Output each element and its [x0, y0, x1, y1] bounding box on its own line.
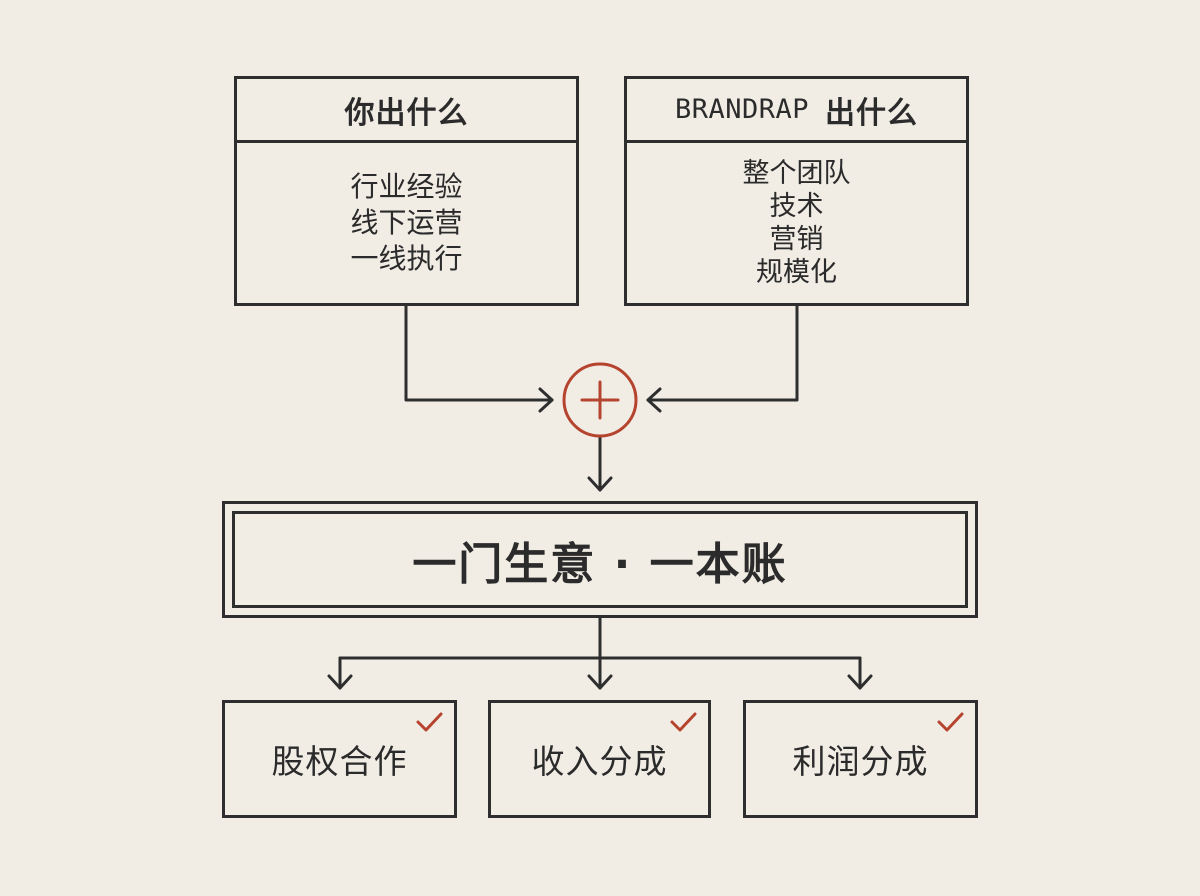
brandrap-brand-name: BRANDRAP: [674, 94, 810, 125]
you-provide-item: 线下运营: [350, 206, 463, 239]
combined-business-label: 一门生意 · 一本账: [232, 511, 968, 608]
combined-business-box: 一门生意 · 一本账: [222, 501, 978, 618]
right-arrowhead: [646, 387, 662, 413]
check-icon: [416, 712, 443, 732]
result-revenue-share: 收入分成: [488, 700, 711, 818]
brandrap-title-suffix: 出什么: [825, 95, 919, 131]
brandrap-provides-list: 整个团队 技术 营销 规模化: [627, 143, 966, 303]
you-provide-title: 你出什么: [237, 79, 576, 143]
you-provide-item: 一线执行: [350, 242, 463, 275]
left-arrowhead: [538, 387, 554, 413]
you-provide-list: 行业经验 线下运营 一线执行: [237, 143, 576, 303]
brandrap-provides-item: 技术: [769, 191, 824, 222]
check-icon: [670, 712, 697, 732]
result-equity-cooperation: 股权合作: [222, 700, 457, 818]
right-connector: [646, 303, 799, 402]
plus-icon: [562, 362, 638, 438]
branch-right-arrowhead: [847, 674, 873, 690]
check-icon: [937, 712, 964, 732]
brandrap-provides-item: 规模化: [756, 257, 837, 288]
result-label: 利润分成: [792, 742, 929, 781]
you-provide-item: 行业经验: [350, 170, 463, 203]
left-connector: [404, 303, 554, 402]
result-profit-share: 利润分成: [743, 700, 978, 818]
down-arrowhead: [587, 476, 613, 492]
result-label: 股权合作: [271, 742, 408, 781]
result-label: 收入分成: [531, 742, 668, 781]
you-provide-box: 你出什么 行业经验 线下运营 一线执行: [234, 76, 579, 306]
brandrap-provides-title: BRANDRAP 出什么: [627, 79, 966, 143]
branch-left-arrowhead: [327, 674, 353, 690]
brandrap-provides-item: 营销: [769, 224, 824, 255]
brandrap-provides-box: BRANDRAP 出什么 整个团队 技术 营销 规模化: [624, 76, 969, 306]
brandrap-provides-item: 整个团队: [742, 158, 851, 189]
branch-middle-arrowhead: [587, 674, 613, 690]
